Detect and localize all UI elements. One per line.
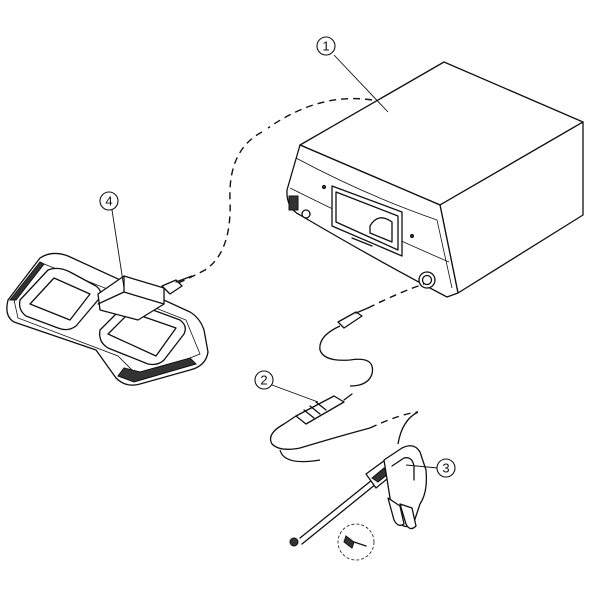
console-unit bbox=[286, 61, 584, 298]
detail-inset bbox=[337, 523, 375, 561]
callout-1: 1 bbox=[316, 36, 389, 113]
callout-2: 2 bbox=[254, 370, 319, 403]
power-switch-icon bbox=[288, 195, 311, 219]
handpiece-cable bbox=[269, 283, 425, 463]
pedal-cable bbox=[177, 97, 373, 284]
callout-3: 3 bbox=[405, 458, 456, 478]
callout-1-label: 1 bbox=[322, 39, 329, 54]
connector-port-icon bbox=[418, 271, 436, 289]
callout-3-label: 3 bbox=[442, 461, 449, 476]
callout-2-label: 2 bbox=[260, 373, 267, 388]
callout-4-label: 4 bbox=[105, 194, 112, 209]
foot-pedal bbox=[6, 252, 209, 386]
pistol-grip-instrument bbox=[289, 411, 428, 561]
console-display bbox=[331, 185, 403, 257]
callout-4: 4 bbox=[99, 191, 125, 289]
